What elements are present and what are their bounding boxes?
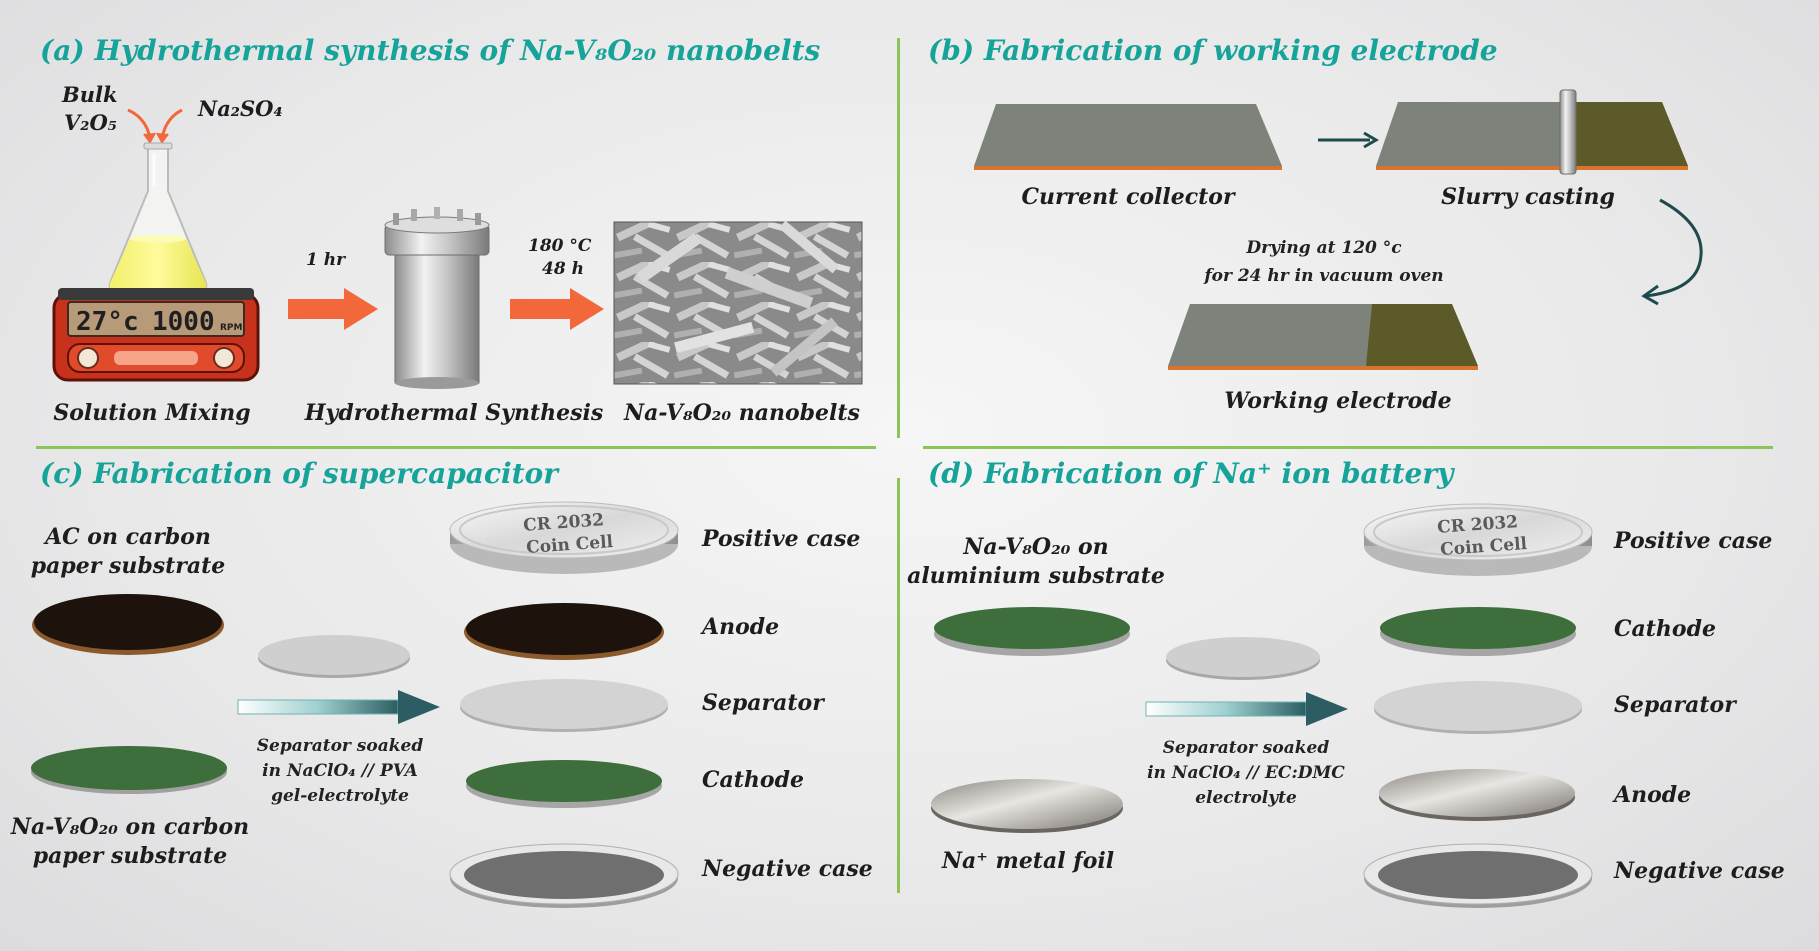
sep-d-line1: Separator soaked — [1162, 738, 1330, 758]
ac-substrate-line1: AC on carbon — [45, 524, 211, 550]
separator-disc-d — [1166, 637, 1320, 680]
panel-b-title: (b) Fabrication of working electrode — [928, 34, 1498, 67]
divider-vertical-bottom — [897, 478, 900, 893]
stack-d-1: Cathode — [1614, 616, 1716, 642]
slurry-casting-sheet — [1376, 89, 1688, 175]
sep-c-line2: in NaClO₄ // PVA — [262, 761, 418, 781]
negative-case-d — [1363, 843, 1593, 908]
negative-case-c — [449, 843, 679, 908]
na2so4-label: Na₂SO₄ — [198, 96, 283, 121]
drying-line2: for 24 hr in vacuum oven — [1204, 266, 1444, 286]
current-collector-label: Current collector — [1021, 184, 1235, 210]
stirrer-rpm: 1000 — [152, 307, 215, 337]
stack-c-0: Positive case — [702, 526, 861, 552]
sep-c-line1: Separator soaked — [256, 736, 424, 756]
nanobelts-label: Na-V₈O₂₀ nanobelts — [624, 400, 860, 426]
working-electrode-label: Working electrode — [1224, 388, 1452, 414]
ac-carbon-disc — [32, 594, 224, 655]
anode-disc-c — [464, 603, 664, 660]
step1-time-label: 1 hr — [306, 250, 346, 270]
arrow-to-autoclave — [288, 288, 378, 330]
stack-c-3: Cathode — [702, 767, 804, 793]
nvo-carbon-line2: paper substrate — [32, 843, 228, 869]
divider-horizontal-left — [36, 446, 876, 449]
na-foil-disc — [931, 779, 1123, 833]
cathode-disc-c — [31, 746, 227, 794]
curved-arrow-drying — [1641, 198, 1703, 306]
arrow-battery-assembly — [1145, 692, 1348, 726]
stack-d-3: Anode — [1614, 782, 1692, 808]
stirrer-rpm-unit: RPM — [220, 323, 243, 333]
reagent-arrows — [127, 108, 183, 144]
arrow-to-slurry — [1318, 131, 1379, 149]
arrow-supercap-assembly — [237, 690, 440, 724]
flask-icon — [108, 142, 208, 292]
stack-d-4: Negative case — [1614, 858, 1785, 884]
stirrer-hotplate-icon: 27°c 1000 RPM — [52, 288, 260, 382]
anode-disc-d-stack — [1379, 769, 1575, 821]
v2o5-label: V₂O₅ — [64, 110, 117, 135]
nvo-al-line2: aluminium substrate — [907, 563, 1165, 589]
ac-substrate-line2: paper substrate — [30, 553, 226, 579]
nanobelts-sem-image — [613, 220, 863, 385]
positive-case-c: CR 2032 Coin Cell — [449, 501, 679, 574]
nvo-al-line1: Na-V₈O₂₀ on — [963, 534, 1109, 560]
panel-a-title: (a) Hydrothermal synthesis of Na-V₈O₂₀ n… — [40, 34, 821, 67]
stack-c-2: Separator — [702, 690, 824, 716]
stack-d-0: Positive case — [1614, 528, 1773, 554]
autoclave-icon — [384, 207, 490, 389]
step2-temp-label: 180 °C — [528, 236, 592, 256]
drying-line1: Drying at 120 °c — [1246, 238, 1402, 258]
divider-horizontal-right — [923, 446, 1773, 449]
separator-disc-d-stack — [1374, 681, 1582, 734]
step2-time-label: 48 h — [542, 259, 584, 279]
sep-d-line2: in NaClO₄ // EC:DMC — [1147, 763, 1345, 783]
cathode-disc-d-stack — [1380, 607, 1576, 656]
stack-d-2: Separator — [1614, 692, 1736, 718]
nvo-carbon-line1: Na-V₈O₂₀ on carbon — [10, 814, 250, 840]
divider-vertical-top — [897, 38, 900, 438]
panel-d-title: (d) Fabrication of Na⁺ ion battery — [928, 457, 1454, 490]
positive-case-d: CR 2032 Coin Cell — [1363, 503, 1593, 576]
stack-c-4: Negative case — [702, 856, 873, 882]
na-foil-label: Na⁺ metal foil — [941, 848, 1115, 874]
stirrer-temp: 27°c — [76, 307, 139, 337]
arrow-to-product — [510, 288, 604, 330]
cathode-disc-c-stack — [466, 760, 662, 808]
solution-mixing-label: Solution Mixing — [53, 400, 251, 426]
sep-d-line3: electrolyte — [1195, 788, 1297, 808]
working-electrode-sheet — [1168, 304, 1478, 370]
cathode-disc-d — [934, 607, 1130, 656]
separator-disc-c — [258, 635, 410, 678]
stack-c-1: Anode — [702, 614, 780, 640]
hydrothermal-synthesis-label: Hydrothermal Synthesis — [304, 400, 604, 426]
sep-c-line3: gel-electrolyte — [271, 786, 409, 806]
current-collector-sheet — [974, 104, 1282, 170]
bulk-label: Bulk — [62, 82, 118, 107]
separator-disc-c-stack — [460, 679, 668, 732]
panel-c-title: (c) Fabrication of supercapacitor — [40, 457, 558, 490]
slurry-casting-label: Slurry casting — [1441, 184, 1615, 210]
